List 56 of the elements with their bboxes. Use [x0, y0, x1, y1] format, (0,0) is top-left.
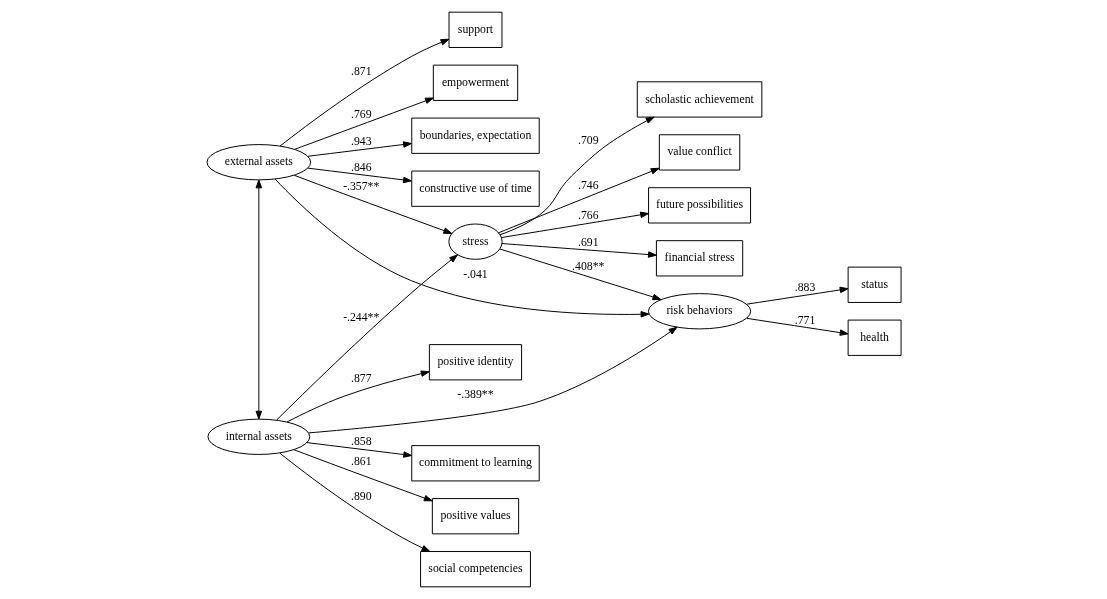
edge-label: .883: [794, 281, 815, 295]
arrow: [307, 141, 412, 157]
edge-label: .846: [350, 160, 372, 174]
edge-label: -.357**: [342, 180, 379, 194]
edge-label: .890: [350, 490, 372, 504]
node-box: empowerment: [432, 64, 518, 101]
arrow: [305, 442, 412, 458]
node-box: scholastic achievement: [636, 81, 762, 118]
edge-label: .943: [350, 135, 372, 149]
node-ellipse: stress: [447, 223, 503, 260]
arrow: [499, 116, 655, 236]
edge-label: -.041: [462, 267, 488, 281]
arrow: [279, 38, 449, 147]
node-box: support: [448, 11, 502, 48]
edge-label: .877: [350, 372, 372, 386]
node-box: financial stress: [655, 240, 743, 277]
arrow: [498, 248, 661, 301]
arrow: [275, 254, 458, 421]
edge-label: -.389**: [456, 388, 494, 402]
node-box: future possibilities: [647, 187, 751, 224]
arrow: [307, 326, 677, 434]
node-box: commitment to learning: [410, 445, 540, 482]
arrow: [278, 452, 430, 552]
node-box: constructive use of time: [410, 170, 540, 207]
edge-label: .746: [577, 179, 599, 193]
node-box: health: [847, 319, 902, 356]
edge-label: .769: [350, 107, 372, 121]
arrow: [307, 167, 412, 184]
node-box: boundaries, expectation: [410, 117, 540, 154]
node-ellipse: external assets: [206, 144, 311, 181]
edge-label: .858: [350, 435, 372, 449]
arrow: [745, 317, 849, 336]
arrow: [497, 167, 660, 234]
arrow: [274, 178, 649, 318]
node-box: value conflict: [658, 134, 740, 171]
edge-label: .691: [577, 236, 599, 250]
edge-label: .408**: [571, 259, 604, 273]
arrow: [293, 97, 434, 150]
edge-label: -.244**: [342, 310, 379, 324]
edge-label: .771: [794, 313, 815, 327]
arrow: [255, 179, 262, 420]
node-box: social competencies: [419, 551, 531, 588]
edge-label: .871: [350, 64, 372, 78]
edge-label: .709: [577, 134, 599, 148]
arrow: [500, 211, 649, 239]
arrow: [293, 174, 452, 234]
arrow: [286, 370, 430, 423]
arrow: [500, 243, 657, 258]
edge-label: .766: [577, 208, 599, 222]
node-box: positive identity: [428, 344, 522, 381]
arrow: [292, 449, 433, 502]
node-box: status: [847, 266, 902, 303]
node-box: positive values: [431, 498, 519, 535]
arrow: [745, 286, 849, 305]
edge-label: .861: [350, 454, 372, 468]
node-ellipse: internal assets: [206, 418, 310, 455]
